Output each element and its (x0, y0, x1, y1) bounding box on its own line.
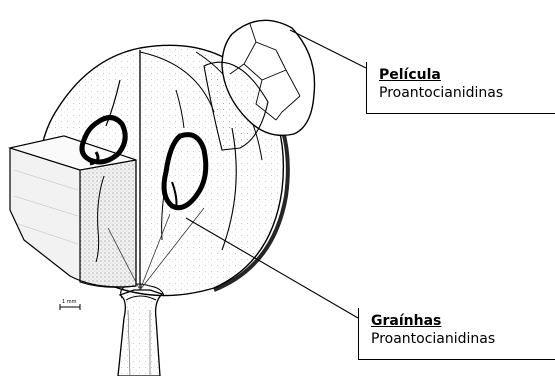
label-pelicula-title: Película (379, 66, 547, 84)
label-pelicula: Película Proantocianidinas (366, 62, 555, 114)
scale-bar: 1 mm (60, 299, 80, 310)
svg-text:1 mm: 1 mm (62, 299, 77, 305)
label-grainhas-subtitle: Proantocianidinas (371, 330, 547, 348)
label-grainhas-title: Graínhas (371, 312, 547, 330)
label-grainhas: Graínhas Proantocianidinas (358, 308, 555, 360)
pedicel-stem (118, 284, 164, 376)
label-pelicula-subtitle: Proantocianidinas (379, 84, 547, 102)
